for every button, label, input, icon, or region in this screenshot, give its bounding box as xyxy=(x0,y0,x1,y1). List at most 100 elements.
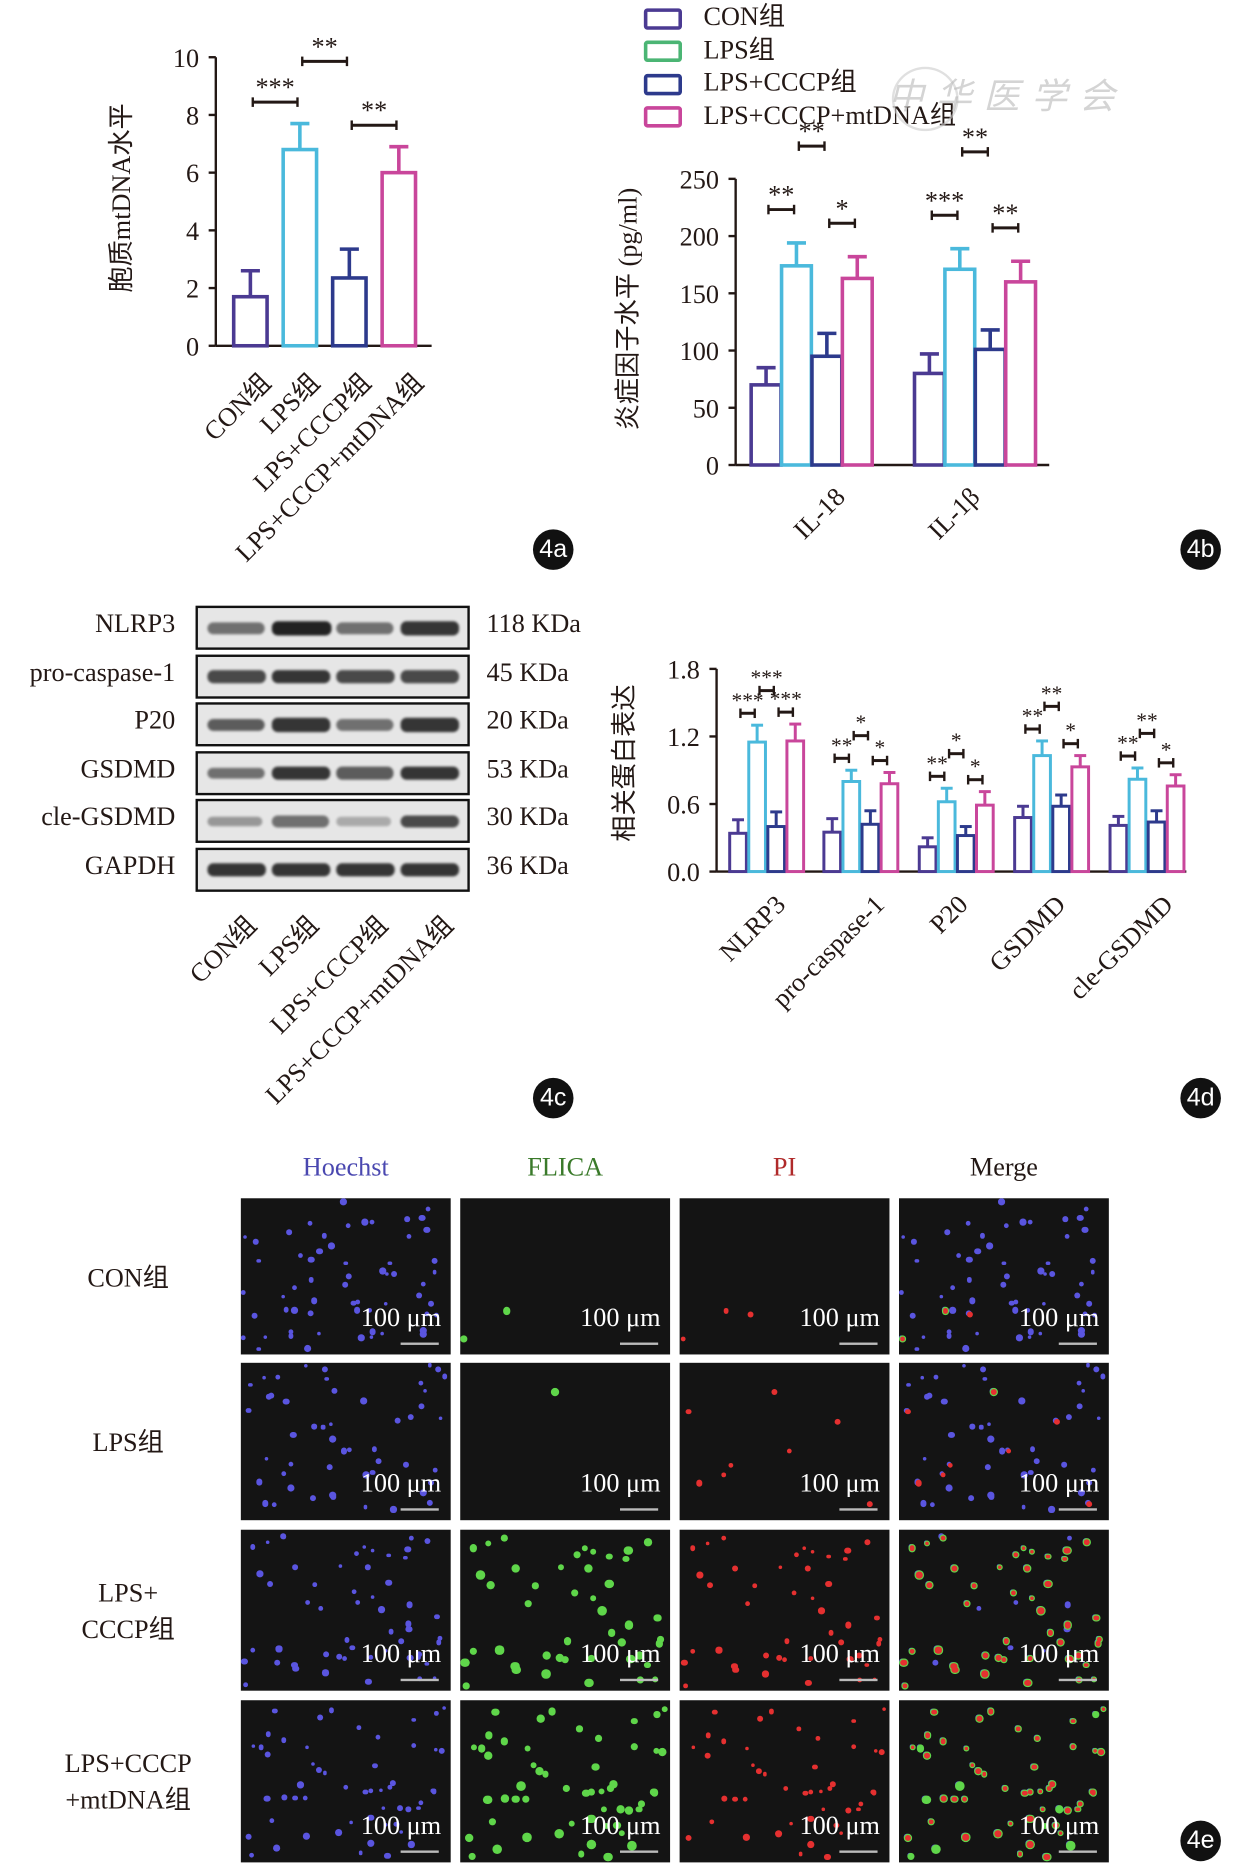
cell-dot xyxy=(292,1795,298,1801)
cell-dot xyxy=(1024,1307,1030,1313)
cell-dot xyxy=(243,1682,248,1687)
scale-bar xyxy=(1058,1850,1097,1853)
cell-dot xyxy=(1024,1679,1031,1686)
cell-dot xyxy=(356,1725,361,1730)
bar xyxy=(840,276,874,467)
legend-swatch xyxy=(643,106,683,129)
cell-dot xyxy=(428,1479,435,1486)
cell-dot xyxy=(322,1669,329,1676)
scale-bar xyxy=(400,1508,439,1511)
cell-dot xyxy=(999,1281,1007,1288)
cell-dot xyxy=(658,1747,667,1757)
cell-dot xyxy=(240,1335,246,1341)
cell-dot xyxy=(435,1639,442,1645)
protein-band xyxy=(336,622,393,635)
cell-dot xyxy=(353,1306,361,1314)
cell-dot xyxy=(1065,1413,1072,1420)
cell-dot xyxy=(417,1403,424,1410)
cell-dot xyxy=(653,1613,662,1623)
bar xyxy=(943,267,977,467)
blot-strip xyxy=(195,605,470,650)
cell-dot xyxy=(475,1570,486,1580)
y-axis-label-4b: 炎症因子水平 (pg/ml) xyxy=(612,187,643,431)
cell-dot xyxy=(425,1206,430,1212)
cell-dot xyxy=(1030,1446,1036,1452)
cell-dot xyxy=(827,1786,832,1791)
cell-dot xyxy=(369,1469,376,1476)
cell-dot xyxy=(838,1638,845,1646)
cell-dot xyxy=(1015,1726,1021,1731)
significance-label: * xyxy=(836,194,849,223)
y-tick-label: 1.8 xyxy=(667,655,700,684)
cell-dot xyxy=(522,1795,530,1803)
cell-dot xyxy=(427,1362,432,1368)
cell-dot xyxy=(272,1708,278,1714)
cell-dot xyxy=(618,1830,625,1837)
row-header: LPS+CCCP +mtDNA组 xyxy=(64,1747,192,1815)
cell-dot xyxy=(782,1785,789,1791)
row-header: CON组 xyxy=(87,1262,169,1292)
cell-dot xyxy=(944,1229,950,1235)
cell-dot xyxy=(851,1743,856,1749)
cell-dot xyxy=(1077,1326,1086,1334)
significance-label: ** xyxy=(799,117,825,146)
scale-bar xyxy=(1058,1678,1097,1682)
cell-dot xyxy=(406,1234,412,1240)
y-tick-label: 100 xyxy=(680,337,719,366)
cell-dot xyxy=(586,1817,593,1824)
cell-dot xyxy=(307,1310,314,1317)
cell-dot xyxy=(390,1506,397,1513)
cell-dot xyxy=(791,1590,797,1596)
cell-dot xyxy=(256,1570,264,1577)
cell-dot xyxy=(1009,1300,1015,1307)
cell-dot xyxy=(1028,1335,1032,1340)
cell-dot xyxy=(999,1448,1006,1455)
cell-dot xyxy=(810,1550,815,1554)
cell-dot xyxy=(623,1545,633,1556)
y-tick-label: 10 xyxy=(173,44,199,73)
cell-dot xyxy=(616,1804,625,1814)
panel-tag-4b: 4b xyxy=(1180,529,1221,570)
cell-dot xyxy=(1100,1374,1106,1380)
cell-dot xyxy=(655,1639,664,1648)
cell-dot xyxy=(1043,1272,1048,1277)
cell-dot xyxy=(557,1564,564,1571)
bar xyxy=(281,147,319,348)
cell-dot xyxy=(984,1464,991,1471)
cell-dot xyxy=(845,1807,851,1813)
cell-dot xyxy=(547,1707,556,1716)
cell-dot xyxy=(1026,1815,1034,1823)
panel-tag-4a: 4a xyxy=(532,529,574,570)
cell-dot xyxy=(998,1198,1006,1206)
cell-dot xyxy=(1085,1362,1090,1368)
cell-dot xyxy=(910,1239,917,1245)
cell-dot xyxy=(1016,1334,1023,1341)
cell-dot xyxy=(607,1629,615,1637)
cell-dot xyxy=(812,1764,819,1770)
cell-dot xyxy=(914,1346,920,1352)
cell-dot xyxy=(635,1806,643,1813)
cell-dot xyxy=(805,1565,811,1572)
blot-kda-label: 30 KDa xyxy=(486,801,569,832)
cell-dot xyxy=(723,1308,729,1314)
cell-dot xyxy=(606,1784,614,1792)
bar xyxy=(1108,823,1129,874)
cell-dot xyxy=(756,1715,763,1722)
bar xyxy=(841,780,862,874)
cell-dot xyxy=(291,1285,297,1291)
cell-dot xyxy=(843,1547,851,1554)
cell-dot xyxy=(292,1665,299,1672)
cell-dot xyxy=(484,1731,493,1740)
cell-dot xyxy=(1037,1607,1045,1615)
significance-label: *** xyxy=(731,688,763,712)
bar xyxy=(779,264,814,467)
significance-label: * xyxy=(970,755,981,779)
cell-dot xyxy=(291,1564,298,1570)
cell-dot xyxy=(955,1781,964,1791)
cell-dot xyxy=(575,1725,583,1732)
cell-dot xyxy=(264,1456,269,1461)
cell-dot xyxy=(875,1640,882,1647)
blot-kda-label: 36 KDa xyxy=(486,849,569,880)
scale-bar xyxy=(400,1342,439,1345)
cell-dot xyxy=(1098,1749,1105,1756)
